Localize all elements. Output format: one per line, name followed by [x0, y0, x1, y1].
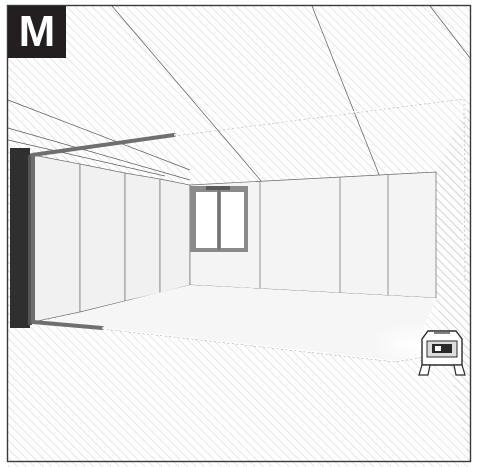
cross-line-laser-device-icon	[418, 330, 466, 376]
laser-bars	[30, 133, 176, 330]
left-frame	[10, 148, 32, 328]
figure-border	[6, 4, 472, 463]
window	[190, 186, 248, 252]
floor-lit-area	[30, 285, 436, 362]
laser-dotted-lines-shadow	[101, 98, 466, 363]
back-wall-seams	[259, 175, 389, 295]
laser-dotted-lines	[101, 97, 465, 362]
ceiling-seams	[7, 5, 471, 183]
ceiling	[8, 6, 470, 185]
figure-label-badge: M	[8, 6, 66, 58]
figure-label-text: M	[18, 7, 56, 56]
